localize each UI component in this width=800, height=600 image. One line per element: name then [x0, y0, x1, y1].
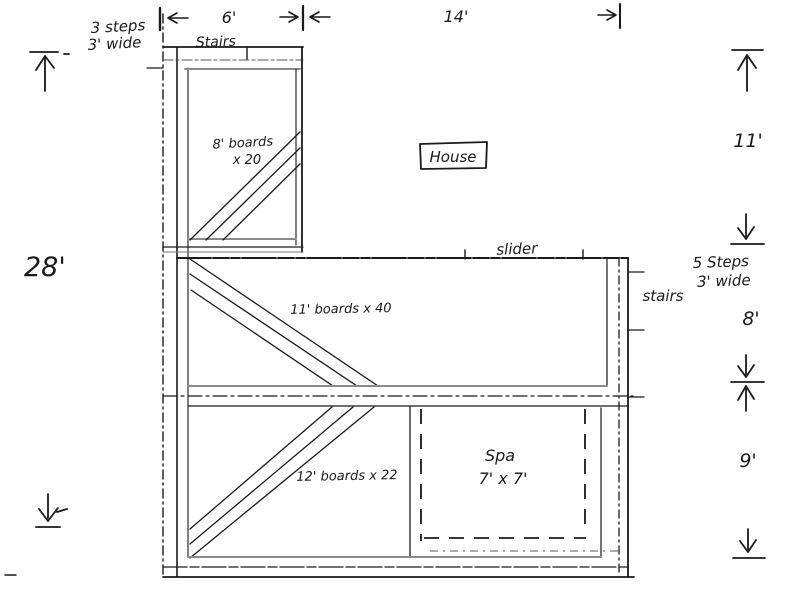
arrow-down-icon	[38, 493, 68, 522]
diagonal-brace	[189, 406, 375, 559]
dim-left-total-height: 28'	[24, 252, 66, 283]
arrow-up-icon	[35, 55, 55, 92]
steps-top-left-line1: 3 steps	[90, 16, 146, 37]
arrow-down-icon	[737, 213, 755, 240]
spa-label-line2: 7' x 7'	[479, 469, 528, 488]
arrow-up-icon	[737, 385, 755, 412]
slider-label: slider	[496, 239, 539, 258]
right-dimension-arrows	[730, 49, 766, 559]
stairs-right-label: stairs	[642, 287, 683, 305]
dim-top-main-width: 14'	[444, 7, 469, 26]
spa-label-line1: Spa	[485, 446, 515, 465]
diagonal-brace	[222, 163, 301, 241]
left-dimension-arrows	[4, 51, 70, 576]
deck-frame	[146, 13, 304, 578]
steps-right-line2: 3' wide	[697, 271, 751, 291]
diagonal-brace	[190, 289, 334, 387]
lower-deck-diagonals	[189, 406, 375, 559]
arrow-right-icon	[597, 9, 617, 21]
dim-right-upper-height: 11'	[733, 130, 762, 152]
top-dimension-group	[158, 3, 621, 32]
steps-top-left-line2: 3' wide	[87, 33, 141, 54]
house-label: House	[429, 148, 476, 166]
steps-right-line1: 5 Steps	[692, 252, 749, 272]
diagonal-brace	[189, 273, 358, 387]
upper-deck-boards-line1: 8' boards	[212, 134, 273, 152]
upper-deck-diagonals	[189, 131, 301, 241]
dim-top-stairs-width: 6'	[222, 8, 237, 27]
arrow-down-icon	[737, 354, 755, 378]
section-divider	[162, 385, 634, 407]
diagonal-brace	[189, 406, 333, 530]
lower-deck-boards-label: 12' boards x 22	[296, 468, 398, 485]
house-box: House	[419, 141, 488, 170]
arrow-down-icon	[739, 528, 757, 553]
house-outline	[419, 141, 488, 170]
dim-right-lower-height: 9'	[739, 450, 756, 472]
dim-cap-line	[29, 51, 70, 55]
middle-deck-diagonals	[189, 258, 379, 387]
diagonal-brace	[205, 147, 301, 241]
diagonal-brace	[189, 131, 301, 241]
arrow-left-icon	[309, 11, 331, 23]
stairs-top-label: Stairs	[196, 34, 236, 51]
arrow-up-icon	[737, 54, 757, 92]
lower-deck-frame	[162, 405, 635, 578]
middle-deck-section	[176, 249, 645, 578]
dim-right-middle-height: 8'	[742, 308, 759, 330]
spa-dashed-outline	[420, 409, 618, 552]
arrow-right-icon	[279, 11, 299, 23]
diagonal-brace	[189, 258, 379, 387]
arrow-left-icon	[167, 12, 189, 24]
upper-deck-boards-line2: x 20	[232, 153, 261, 168]
middle-deck-boards-label: 11' boards x 40	[290, 301, 392, 318]
diagonal-brace	[189, 406, 354, 545]
